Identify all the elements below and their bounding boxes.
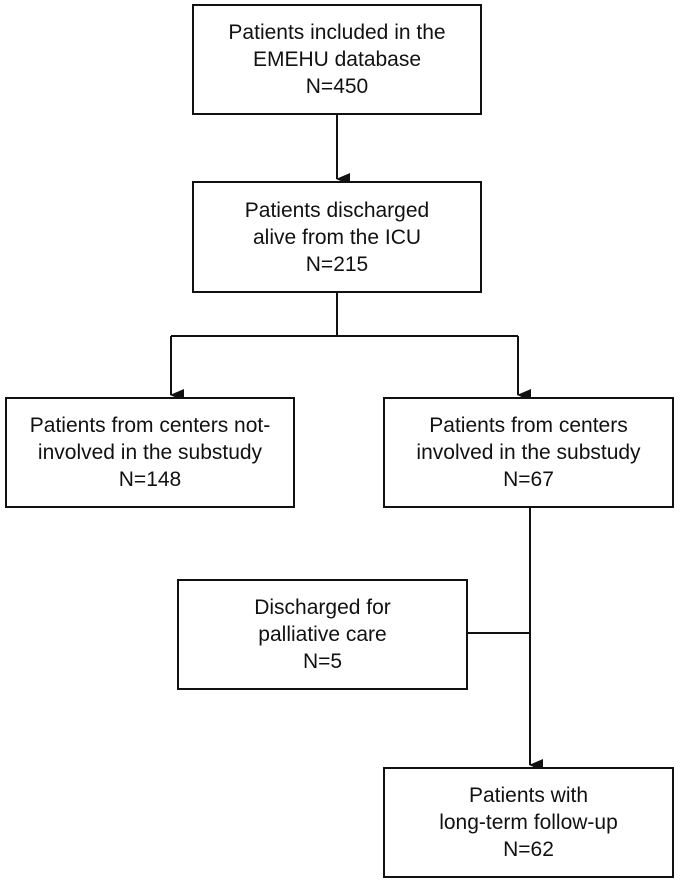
box-emehu-database-line1: Patients included in the: [228, 21, 446, 44]
box-not-involved-line1: Patients from centers not-: [29, 414, 271, 437]
box-followup-line2: long-term follow-up: [439, 811, 618, 834]
box-discharged-alive-line1: Patients discharged: [244, 198, 430, 222]
box-not-involved-line2: involved in the substudy: [37, 441, 263, 464]
box-not-involved-centers: Patients from centers not- involved in t…: [5, 397, 295, 508]
box-palliative-count: N=5: [302, 650, 343, 673]
box-emehu-database-count: N=450: [305, 75, 369, 98]
box-involved-line2: involved in the substudy: [416, 441, 641, 464]
box-palliative-line1: Discharged for: [254, 596, 391, 619]
box-involved-line1: Patients from centers: [429, 414, 628, 437]
box-not-involved-count: N=148: [118, 468, 182, 491]
box-involved-centers: Patients from centers involved in the su…: [383, 397, 674, 508]
box-long-term-followup: Patients with long-term follow-up N=62: [383, 767, 674, 878]
box-palliative-care: Discharged for palliative care N=5: [177, 579, 468, 690]
box-emehu-database-line2: EMEHU database: [252, 48, 422, 71]
box-discharged-alive: Patients discharged alive from the ICU N…: [192, 181, 482, 293]
box-discharged-alive-count: N=215: [305, 252, 369, 276]
box-involved-count: N=67: [503, 468, 554, 491]
box-followup-count: N=62: [503, 838, 554, 861]
box-emehu-database: Patients included in the EMEHU database …: [192, 4, 482, 115]
box-discharged-alive-line2: alive from the ICU: [252, 225, 422, 249]
box-palliative-line2: palliative care: [258, 623, 387, 646]
box-followup-line1: Patients with: [468, 784, 589, 807]
